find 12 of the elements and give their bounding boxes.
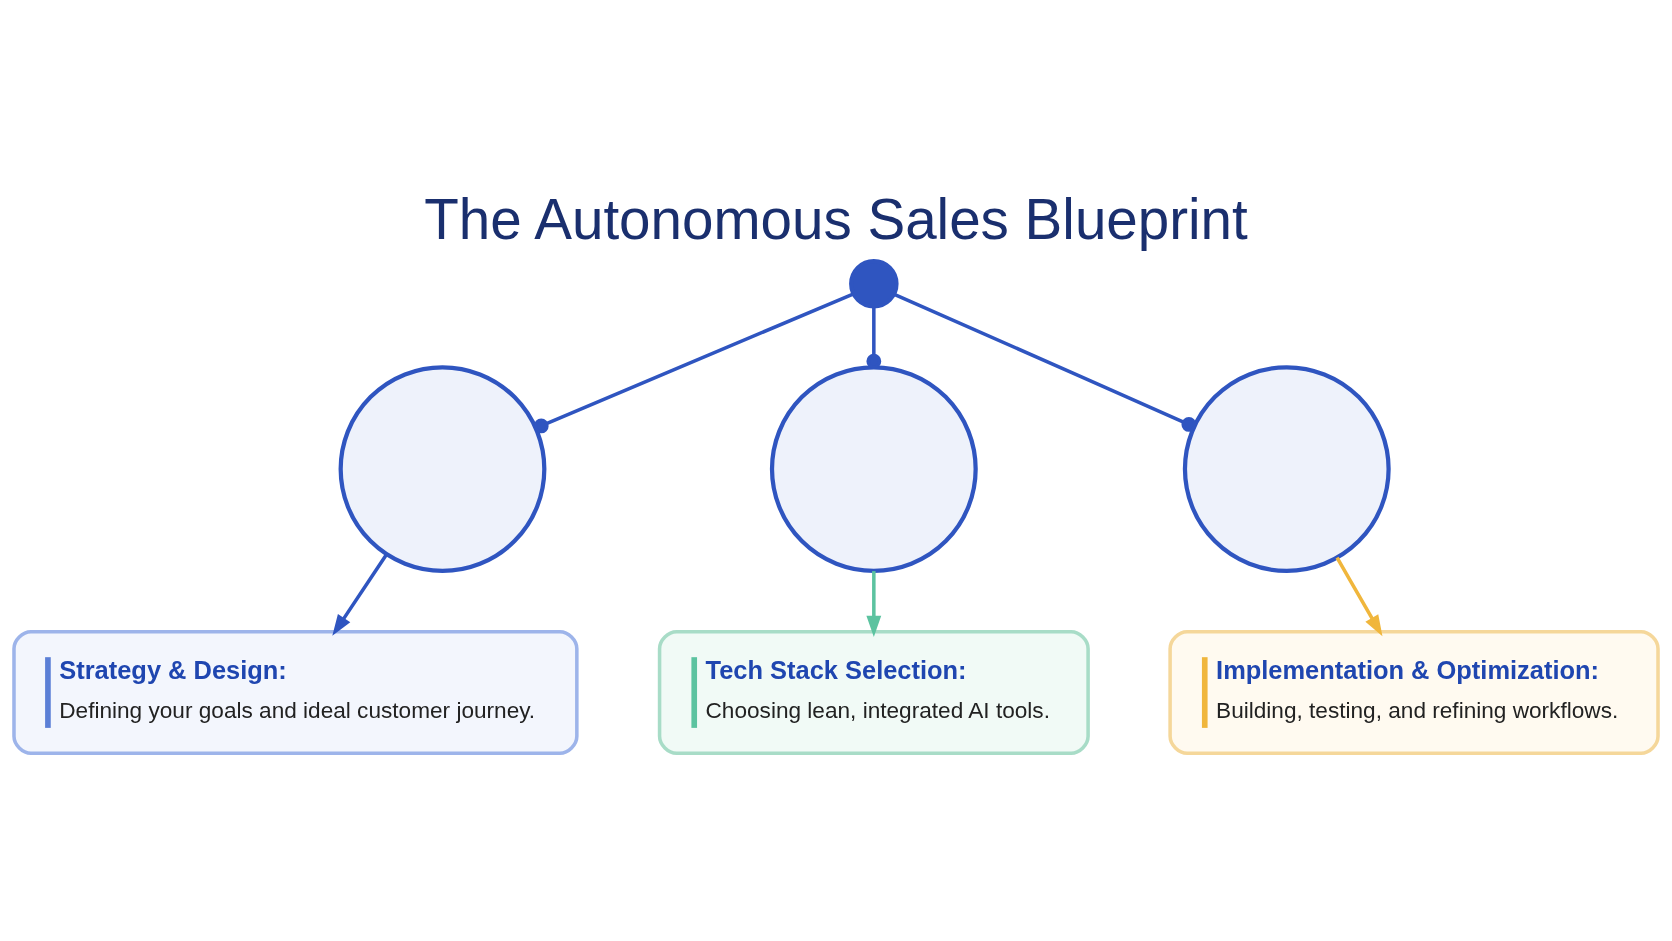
connector (866, 306, 882, 369)
arrow (1335, 556, 1383, 637)
node-circle (849, 259, 899, 309)
diagram-title: The Autonomous Sales Blueprint (424, 187, 1248, 251)
connector (533, 292, 854, 434)
arrow (866, 571, 882, 637)
connector (893, 292, 1197, 432)
node-box: Strategy & Design: Defining your goals and ideal customer journey. (12, 629, 579, 756)
node-box: Tech Stack Selection: Choosing lean, integrated AI tools. (657, 629, 1090, 756)
arrow (332, 553, 388, 636)
node-circle (769, 365, 978, 574)
node-box: Implementation & Optimization: Building, testing, and refining workflows. (1168, 629, 1660, 756)
